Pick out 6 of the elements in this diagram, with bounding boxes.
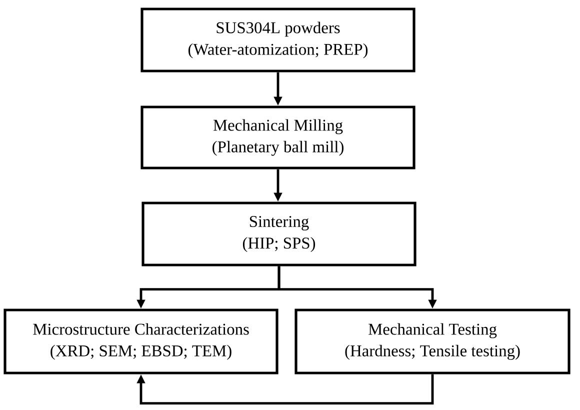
process-box: Mechanical Testing (Hardness; Tensile testing) (294, 308, 570, 374)
process-box: Mechanical Milling (Planetary ball mill) (140, 106, 416, 170)
process-box: Sintering (HIP; SPS) (142, 202, 416, 266)
process-box: SUS304L powders (Water-atomization; PREP) (140, 8, 416, 72)
process-box: Microstructure Characterizations (XRD; SEM; EBSD; TEM) (4, 308, 278, 374)
arrow (136, 374, 434, 404)
